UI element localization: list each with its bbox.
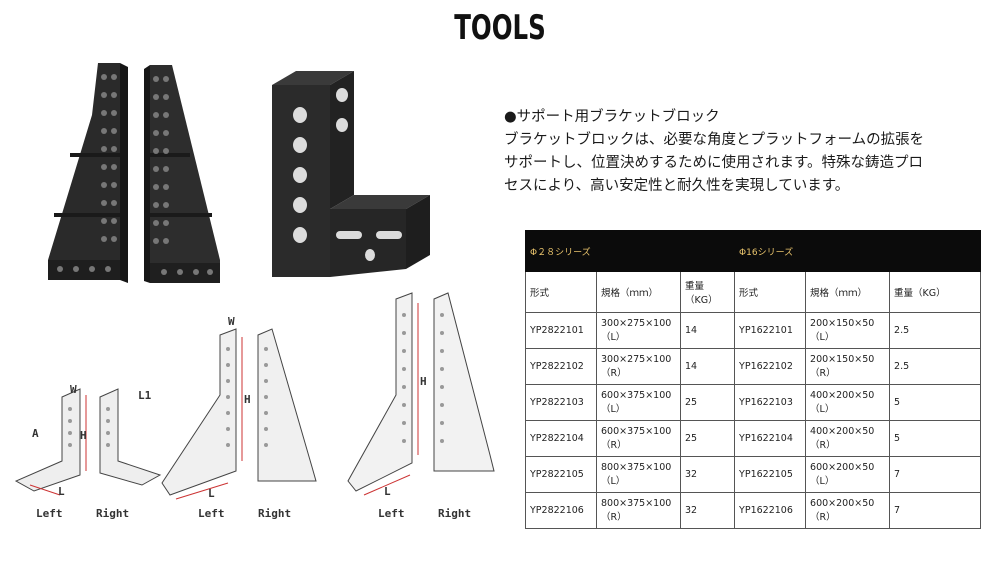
table-cell: YP2822103 [525, 384, 597, 421]
table-cell: 32 [679, 492, 736, 529]
series-right-header: Φ16シリーズ [734, 230, 982, 272]
dim-h-tall: H [420, 375, 427, 388]
label-left-medium: Left [198, 507, 225, 520]
table-cell: 7 [889, 456, 982, 493]
table-cell: 25 [679, 420, 736, 457]
dim-h-small: H [80, 429, 87, 442]
table-cell: 600×200×50（R） [805, 492, 891, 529]
description-heading: ●サポート用ブラケットブロック [504, 109, 720, 125]
table-cell: YP1622101 [734, 312, 807, 349]
table-cell: 25 [679, 384, 736, 421]
table-cell: YP1622102 [734, 348, 807, 385]
table-cell: 5 [889, 384, 982, 421]
table-cell: 800×375×100（L） [596, 456, 681, 493]
table-cell: 600×375×100（L） [596, 384, 681, 421]
table-cell: 2.5 [889, 312, 982, 349]
table-cell: 400×200×50（R） [805, 420, 891, 457]
column-header: 形式 [734, 271, 807, 313]
product-description: ●サポート用ブラケットブロック ブラケットブロックは、必要な角度とプラットフォー… [504, 106, 984, 198]
table-cell: YP1622106 [734, 492, 807, 529]
table-row: YP2822103 600×375×100（L） 25 YP1622103 40… [525, 384, 982, 421]
table-cell: YP1622104 [734, 420, 807, 457]
table-cell: 5 [889, 420, 982, 457]
table-cell: 300×275×100（L） [596, 312, 681, 349]
bracket-photo-left [48, 63, 128, 283]
technical-drawings: W L1 A H L W H L H L Left Right Left Rig… [14, 292, 495, 520]
label-left-small: Left [36, 507, 63, 520]
column-header: 規格（ｍｍ） [596, 271, 681, 313]
table-cell: 200×150×50（L） [805, 312, 891, 349]
dim-h-medium: H [244, 393, 251, 406]
spec-table: Φ２８シリーズ Φ16シリーズ 形式 規格（ｍｍ） 重量（KG） 形式 規格（ｍ… [524, 230, 982, 529]
dim-l-small: L [58, 485, 65, 498]
table-cell: 7 [889, 492, 982, 529]
column-header: 重量（KG） [679, 271, 736, 313]
page-title: TOOLS [454, 8, 546, 48]
product-photos [48, 63, 430, 283]
dim-l-medium: L [208, 487, 215, 500]
table-cell: 600×200×50（L） [805, 456, 891, 493]
description-line: ブラケットブロックは、必要な角度とプラットフォームの拡張を [504, 132, 925, 148]
table-cell: YP2822105 [525, 456, 597, 493]
tall-bracket-drawing [347, 292, 495, 496]
dim-w-medium: W [228, 315, 235, 328]
column-header: 重量（KG） [889, 271, 982, 313]
medium-bracket-drawing [161, 328, 317, 500]
dim-w-small: W [70, 383, 77, 396]
table-cell: YP2822101 [525, 312, 597, 349]
table-cell: YP2822102 [525, 348, 597, 385]
dim-l-tall: L [384, 485, 391, 498]
column-header: 規格（ｍｍ） [805, 271, 891, 313]
table-cell: YP2822106 [525, 492, 597, 529]
table-cell: 14 [679, 312, 736, 349]
table-cell: YP2822104 [525, 420, 597, 457]
description-line: セスにより、高い安定性と耐久性を実現しています。 [504, 178, 850, 194]
label-left-tall: Left [378, 507, 405, 520]
table-row: YP2822106 800×375×100（R） 32 YP1622106 60… [525, 492, 982, 529]
label-right-tall: Right [438, 507, 471, 520]
table-cell: 2.5 [889, 348, 982, 385]
table-cell: 400×200×50（L） [805, 384, 891, 421]
dim-a-small: A [32, 427, 39, 440]
description-line: サポートし、位置決めするために使用されます。特殊な鋳造プロ [504, 155, 924, 171]
table-cell: 800×375×100（R） [596, 492, 681, 529]
table-row: YP2822105 800×375×100（L） 32 YP1622105 60… [525, 456, 982, 493]
series-header-row: Φ２８シリーズ Φ16シリーズ [524, 230, 982, 272]
l-block-photo [272, 71, 430, 277]
bracket-photo-right [144, 65, 220, 283]
series-left-header: Φ２８シリーズ [524, 230, 736, 272]
label-right-medium: Right [258, 507, 291, 520]
dim-l1-small: L1 [138, 389, 152, 402]
small-bracket-drawing [14, 388, 162, 496]
table-row: YP2822101 300×275×100（L） 14 YP1622101 20… [525, 312, 982, 349]
table-cell: 14 [679, 348, 736, 385]
column-header-row: 形式 規格（ｍｍ） 重量（KG） 形式 規格（ｍｍ） 重量（KG） [525, 271, 982, 313]
table-cell: YP1622103 [734, 384, 807, 421]
table-cell: 600×375×100（R） [596, 420, 681, 457]
table-cell: 300×275×100（R） [596, 348, 681, 385]
table-row: YP2822104 600×375×100（R） 25 YP1622104 40… [525, 420, 982, 457]
table-cell: YP1622105 [734, 456, 807, 493]
label-right-small: Right [96, 507, 129, 520]
table-cell: 32 [679, 456, 736, 493]
table-cell: 200×150×50（R） [805, 348, 891, 385]
table-row: YP2822102 300×275×100（R） 14 YP1622102 20… [525, 348, 982, 385]
column-header: 形式 [525, 271, 597, 313]
